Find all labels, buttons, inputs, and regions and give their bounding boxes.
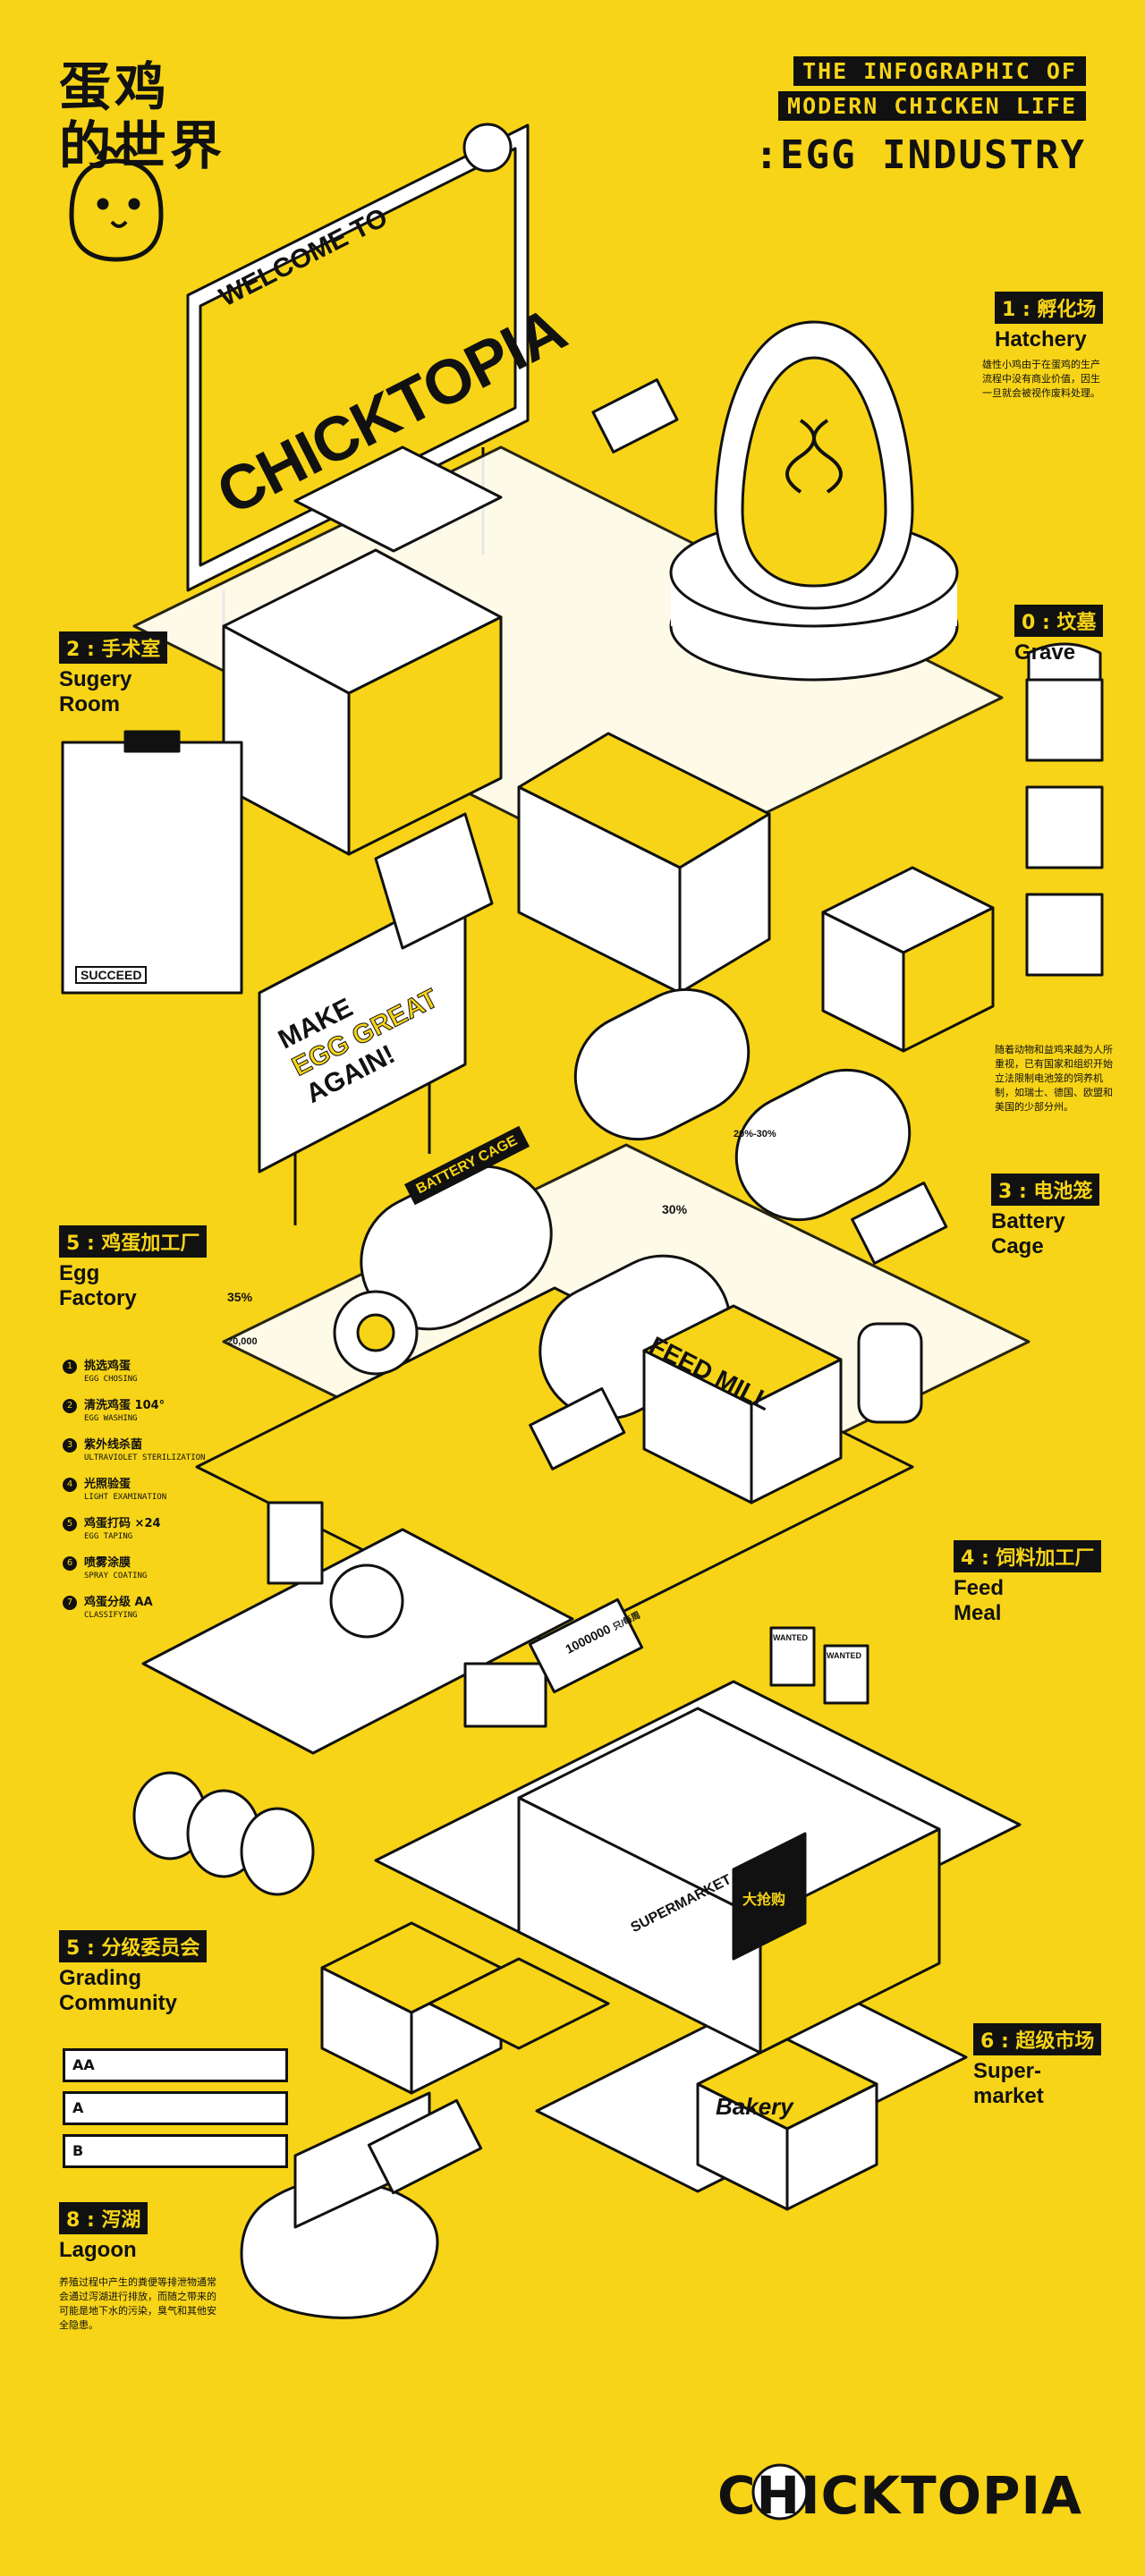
surgery-label: 2 : 手术室 Sugery Room: [59, 631, 168, 717]
grading-en2: Community: [59, 1991, 177, 2015]
chinese-title: 蛋鸡 的世界: [59, 57, 225, 175]
supermarket-en2: market: [973, 2084, 1044, 2108]
welcome-billboard: [186, 123, 530, 698]
chinese-title-line1: 蛋鸡: [59, 56, 171, 117]
delivery-trucks: [367, 378, 948, 2195]
grave-tag: 0 : 坟墓: [1014, 605, 1104, 637]
grading-eggs: [132, 1771, 315, 1896]
grade-note: AA: [134, 1596, 153, 1609]
hatchery-dome: [669, 320, 959, 682]
surgery-tag: 2 : 手术室: [59, 631, 168, 664]
supermarket-label: 6 : 超级市场 Super- market: [973, 2023, 1102, 2109]
wanted-sign: WANTED: [773, 1633, 808, 1642]
footer-brand-logo: CHICKTOPIA: [717, 2465, 1082, 2526]
feed-en2: Meal: [954, 1601, 1002, 1625]
bakery-building: [696, 2038, 878, 2211]
stat-35-percent: 35%: [227, 1290, 253, 1304]
hatchery-tag: 1 : 孵化场: [995, 292, 1104, 324]
succeed-stamp: SUCCEED: [75, 966, 148, 984]
hatchery-description: 雄性小鸡由于在蛋鸡的生产流程中没有商业价值，因生一旦就会被视作废料处理。: [982, 359, 1100, 399]
lagoon-description: 养殖过程中产生的粪便等排泄物通常会通过泻湖进行排放，而随之带来的可能是地下水的污…: [59, 2276, 216, 2331]
factory-en1: Egg: [59, 1261, 100, 1285]
chick-logo-icon: [69, 143, 164, 262]
lagoon-tag: 8 : 泻湖: [59, 2202, 148, 2234]
feed-label: 4 : 饲料加工厂 Feed Meal: [954, 1540, 1102, 1626]
grave-label: 0 : 坟墓 Grave: [1014, 605, 1104, 665]
english-title-line3: :EGG INDUSTRY: [754, 132, 1086, 178]
battery-cage-cylinders: [333, 987, 912, 1420]
surgery-en2: Room: [59, 692, 120, 716]
battery-en2: Cage: [991, 1234, 1044, 1258]
chinese-title-line2: 的世界: [59, 115, 226, 176]
grade-aa-bar: AA: [63, 2048, 288, 2082]
feed-en1: Feed: [954, 1576, 1005, 1600]
supermarket-tag: 6 : 超级市场: [973, 2023, 1102, 2055]
english-title: THE INFOGRAPHIC OF MODERN CHICKEN LIFE :…: [755, 54, 1086, 178]
feed-mill-building: [642, 1304, 923, 1504]
surgery-building: [222, 445, 503, 856]
english-title-line2: MODERN CHICKEN LIFE: [778, 91, 1086, 121]
tape-count-note: ×24: [134, 1517, 161, 1530]
supermarket-building: [517, 1707, 941, 2055]
grading-levels: AA A B: [63, 2048, 288, 2168]
hatchery-label: 1 : 孵化场 Hatchery: [995, 292, 1104, 352]
grading-label: 5 : 分级委员会 Grading Community: [59, 1930, 208, 2016]
wash-temp-note: 104°: [134, 1399, 165, 1412]
battery-en1: Battery: [991, 1209, 1065, 1233]
lagoon-pond: [240, 2091, 439, 2319]
feed-tag: 4 : 饲料加工厂: [954, 1540, 1102, 1572]
church-building: [517, 732, 771, 995]
wanted-sign: WANTED: [827, 1651, 861, 1660]
stat-30-percent: 30%: [662, 1202, 688, 1216]
hatchery-en: Hatchery: [995, 327, 1087, 352]
grave-en: Grave: [1014, 640, 1076, 665]
battery-description: 随着动物和益鸡来越为人所重视，已有国家和组织开始立法限制电池笼的饲养机制，如瑞士…: [995, 1044, 1113, 1113]
maga-billboard: [258, 812, 494, 1225]
grading-tag: 5 : 分级委员会: [59, 1930, 208, 1962]
surgery-clipboard: [61, 730, 243, 995]
surgery-en1: Sugery: [59, 667, 132, 691]
egg-factory-machines: [141, 1501, 574, 1755]
factory-label: 5 : 鸡蛋加工厂 Egg Factory: [59, 1225, 208, 1311]
grade-b-bar: B: [63, 2134, 288, 2168]
big-sale-sign: 大抢购: [742, 1893, 786, 1908]
english-title-line1: THE INFOGRAPHIC OF: [793, 56, 1086, 86]
lagoon-label: 8 : 泻湖 Lagoon: [59, 2202, 148, 2263]
grave-stones: [1025, 642, 1104, 977]
lagoon-en: Lagoon: [59, 2238, 137, 2262]
battery-tag: 3 : 电池笼: [991, 1174, 1100, 1206]
battery-label: 3 : 电池笼 Battery Cage: [991, 1174, 1100, 1259]
factory-en2: Factory: [59, 1286, 137, 1310]
grading-en1: Grading: [59, 1966, 142, 1990]
grade-a-bar: A: [63, 2091, 288, 2125]
factory-tag: 5 : 鸡蛋加工厂: [59, 1225, 208, 1258]
stat-20000: 20,000: [227, 1336, 258, 1347]
bakery-sign: Bakery: [716, 2093, 793, 2120]
stat-20-30-percent: 20%-30%: [734, 1129, 776, 1140]
supermarket-en1: Super-: [973, 2059, 1042, 2083]
